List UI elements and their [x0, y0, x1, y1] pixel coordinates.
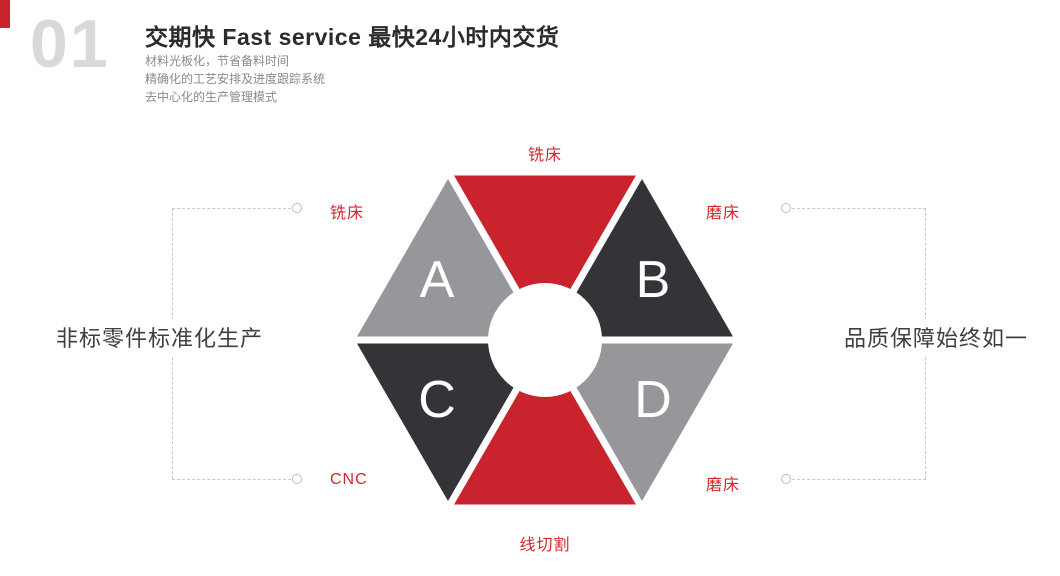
segment-letter-a: A: [420, 251, 455, 309]
segment-bottom-triangle: [450, 340, 640, 505]
segment-top-triangle: [450, 175, 640, 340]
connector-node-circle: [781, 474, 791, 484]
segment-c-triangle: [355, 340, 545, 505]
section-number: 01: [30, 6, 110, 82]
callout-left-bottom: CNC: [330, 471, 368, 488]
segment-letter-d: D: [634, 371, 672, 429]
subtitle-line: 精确化的工艺安排及进度跟踪系统: [145, 72, 326, 86]
subtitle-line: 材料光板化，节省备料时间: [145, 54, 290, 68]
center-circle: [488, 283, 602, 397]
connector-line: [792, 479, 926, 480]
side-text-left: 非标零件标准化生产: [52, 319, 268, 355]
subtitle-line: 去中心化的生产管理模式: [145, 90, 278, 104]
page-title: 交期快 Fast service 最快24小时内交货: [145, 24, 560, 50]
connector-line: [172, 208, 291, 209]
callout-right-top: 磨床: [706, 205, 741, 222]
connector-node-circle: [781, 203, 791, 213]
segment-d-triangle: [545, 340, 735, 505]
connector-line: [792, 208, 926, 209]
segment-label-top: 铣床: [527, 147, 562, 164]
side-text-right: 品质保障始终如一: [840, 319, 1033, 355]
callout-right-bottom: 磨床: [706, 477, 741, 494]
segment-label-bottom: 线切割: [519, 537, 571, 554]
segment-letter-c: C: [418, 371, 456, 429]
connector-line: [172, 479, 291, 480]
corner-accent-bar: [0, 0, 10, 28]
segment-letter-b: B: [636, 251, 671, 309]
hexagon-diagram: A B C D: [355, 173, 735, 505]
callout-left-top: 铣床: [330, 205, 365, 222]
connector-node-circle: [292, 203, 302, 213]
segment-b-triangle: [545, 175, 735, 340]
segment-a-triangle: [355, 175, 545, 340]
connector-node-circle: [292, 474, 302, 484]
